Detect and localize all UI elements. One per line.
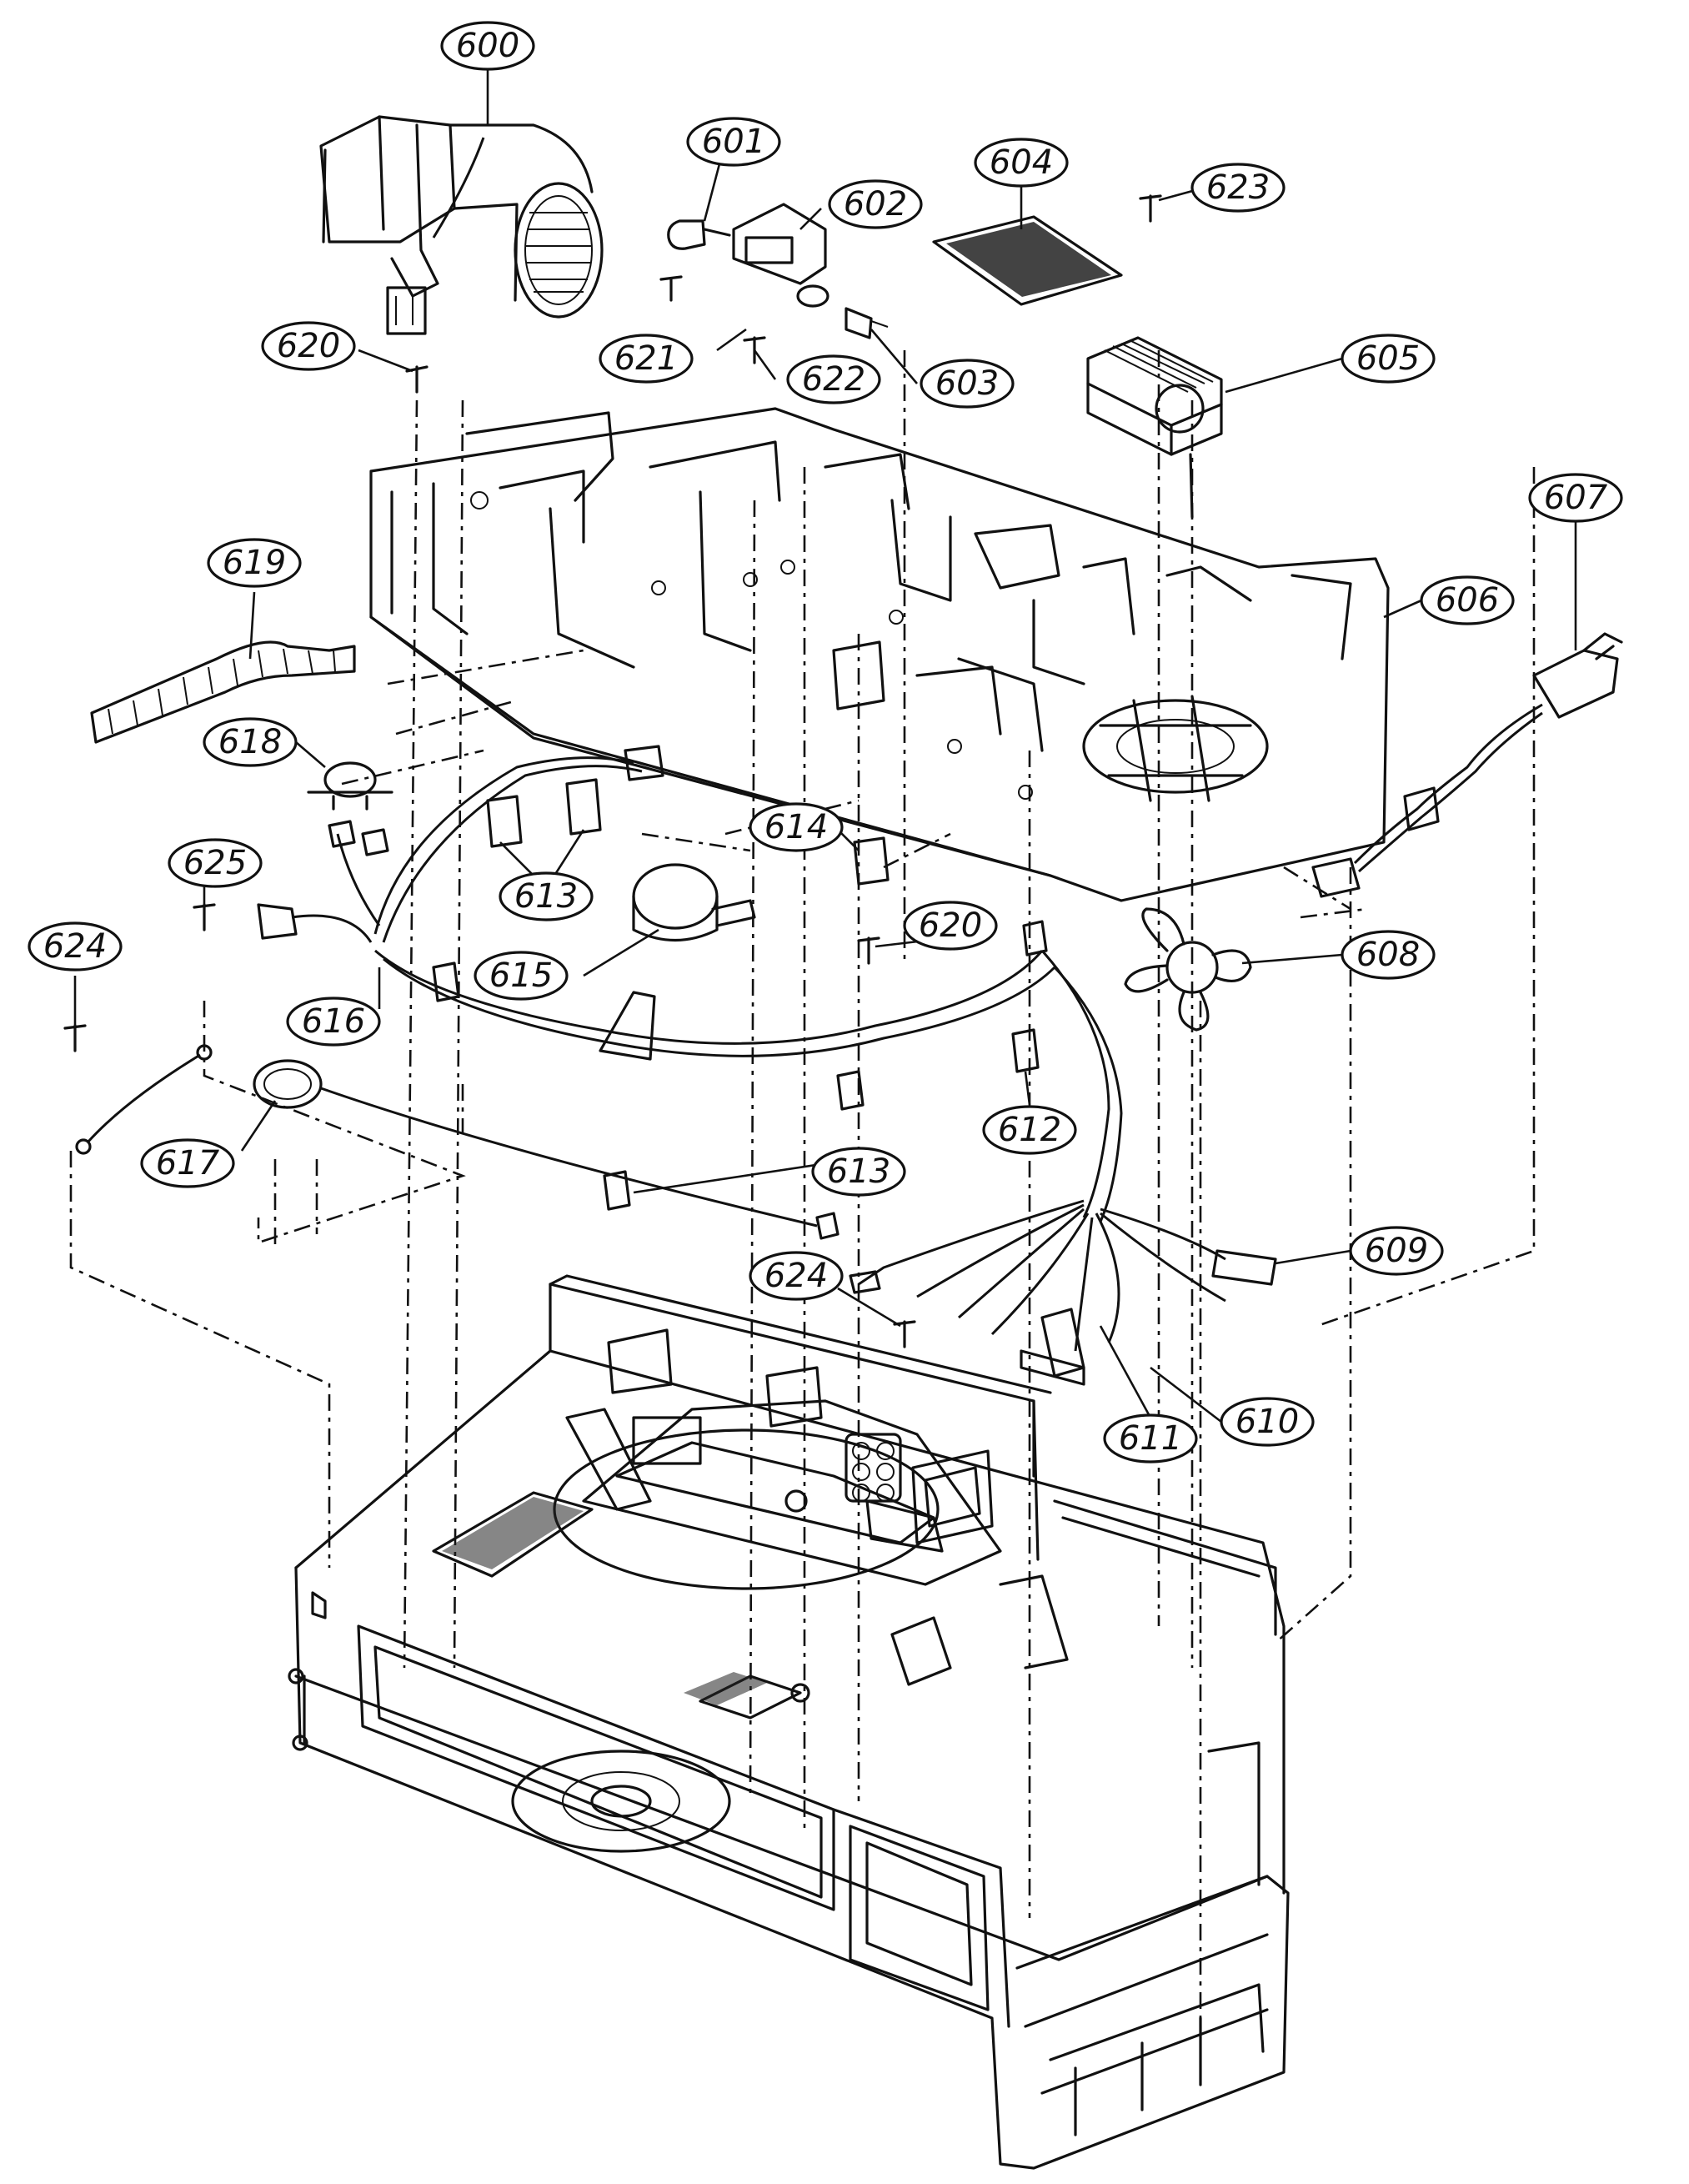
callout-624-right-text: 624 (764, 1257, 828, 1295)
fan-motor-605 (1086, 336, 1223, 519)
callout-616: 616 (286, 997, 381, 1047)
callout-625: 625 (168, 838, 263, 888)
callout-613-lower-text: 613 (827, 1152, 890, 1191)
oven-cavity-cabinet (288, 1274, 1290, 2170)
callout-603-text: 603 (935, 364, 999, 403)
callout-623: 623 (1190, 163, 1286, 213)
blower-motor-600 (319, 115, 604, 335)
callout-602-text: 602 (844, 185, 907, 223)
callout-613-upper-text: 613 (514, 877, 578, 916)
callout-614: 614 (749, 802, 844, 852)
callout-618: 618 (203, 717, 298, 767)
callout-602: 602 (828, 179, 923, 229)
wire-harness-main (257, 745, 1123, 1223)
callout-605-text: 605 (1356, 339, 1420, 378)
callout-605: 605 (1341, 334, 1436, 384)
callout-601: 601 (686, 117, 781, 167)
lamp-assembly-601-602-603 (667, 203, 889, 339)
callout-603: 603 (920, 359, 1015, 409)
callout-609: 609 (1349, 1226, 1444, 1276)
callout-620-lower: 620 (903, 901, 998, 951)
callout-622-text: 622 (802, 360, 865, 399)
callout-624-left: 624 (28, 921, 123, 972)
callout-608-text: 608 (1356, 936, 1420, 974)
callout-615: 615 (474, 951, 569, 1001)
callout-618-text: 618 (218, 723, 282, 761)
callout-600: 600 (440, 21, 535, 71)
callout-610-text: 610 (1235, 1403, 1299, 1441)
callout-617: 617 (140, 1138, 235, 1188)
callout-620-upper: 620 (261, 321, 356, 371)
callout-619: 619 (207, 538, 302, 588)
grease-filter-604 (932, 215, 1123, 306)
thermal-cutout-618 (307, 761, 393, 811)
screws (63, 194, 1162, 1348)
callout-621-text: 621 (614, 339, 678, 378)
callout-612-text: 612 (998, 1111, 1061, 1149)
callout-620-upper-text: 620 (277, 327, 340, 365)
callout-610: 610 (1220, 1397, 1315, 1447)
callout-624-left-text: 624 (43, 927, 107, 966)
callout-607: 607 (1528, 473, 1623, 523)
callout-611: 611 (1103, 1413, 1198, 1464)
callout-600-text: 600 (456, 27, 519, 65)
callout-620-lower-text: 620 (919, 906, 982, 945)
callout-624-right: 624 (749, 1251, 844, 1301)
callout-611-text: 611 (1119, 1419, 1182, 1458)
top-base-plate-606 (369, 407, 1390, 902)
alignment-lines (69, 350, 1536, 2043)
callout-613-upper: 613 (499, 871, 594, 921)
callout-615-text: 615 (489, 956, 553, 995)
callout-619-text: 619 (223, 544, 286, 582)
fan-blade-608 (1124, 907, 1252, 1032)
callout-617-text: 617 (156, 1144, 220, 1182)
callout-607-text: 607 (1544, 479, 1608, 517)
callout-612: 612 (982, 1105, 1077, 1155)
callout-625-text: 625 (183, 844, 247, 882)
callout-601-text: 601 (702, 123, 765, 161)
callout-616-text: 616 (302, 1002, 365, 1041)
callout-606-text: 606 (1436, 581, 1499, 620)
wire-harness-609 (849, 1199, 1277, 1386)
callout-623-text: 623 (1206, 168, 1270, 207)
callout-622: 622 (786, 354, 881, 404)
callout-621: 621 (599, 334, 694, 384)
callout-604-text: 604 (990, 143, 1053, 182)
sensor-617 (75, 1044, 839, 1240)
callout-614-text: 614 (764, 808, 828, 846)
leader-lines (73, 67, 1577, 1423)
callout-608: 608 (1341, 930, 1436, 980)
power-cord-607 (1311, 632, 1623, 898)
callout-604: 604 (974, 138, 1069, 188)
callout-613-lower: 613 (811, 1147, 906, 1197)
foam-strip-619 (90, 640, 356, 744)
timer-motor-615 (632, 863, 756, 941)
callout-606: 606 (1420, 575, 1515, 625)
callout-609-text: 609 (1365, 1232, 1428, 1270)
